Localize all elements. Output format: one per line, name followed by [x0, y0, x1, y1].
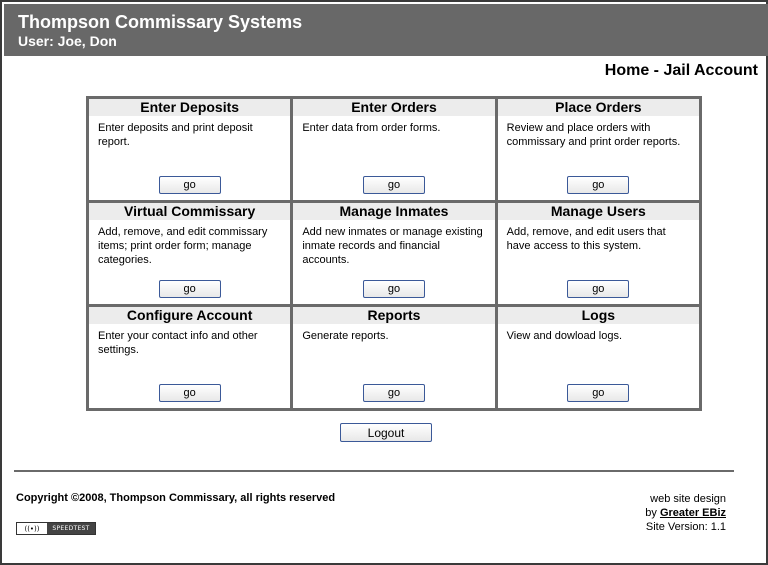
reports-go-button[interactable]: go — [362, 384, 425, 402]
app-header: Thompson Commissary Systems User: Joe, D… — [4, 4, 768, 56]
credit-line: web site design — [650, 493, 726, 505]
tile-logs: Logs View and dowload logs. go — [497, 307, 699, 408]
tile-configure-account: Configure Account Enter your contact inf… — [89, 307, 291, 408]
tile-description: View and dowload logs. — [506, 330, 623, 342]
page-title: Home - Jail Account — [604, 62, 758, 79]
place-orders-go-button[interactable]: go — [567, 176, 630, 194]
configure-account-go-button[interactable]: go — [158, 384, 221, 402]
site-version: Site Version: 1.1 — [645, 521, 726, 533]
tile-description: Generate reports. — [302, 330, 389, 342]
credit-by: by — [645, 507, 657, 519]
footer-divider — [14, 470, 734, 472]
current-user: User: Joe, Don — [18, 33, 117, 49]
tile-manage-users: Manage Users Add, remove, and edit users… — [497, 203, 699, 304]
tile-title: Manage Users — [497, 203, 699, 220]
logs-go-button[interactable]: go — [567, 384, 630, 402]
tile-manage-inmates: Manage Inmates Add new inmates or manage… — [293, 203, 495, 304]
logout-button[interactable]: Logout — [340, 423, 432, 442]
tile-reports: Reports Generate reports. go — [293, 307, 495, 408]
menu-grid: Enter Deposits Enter deposits and print … — [86, 96, 702, 411]
tile-description: Add, remove, and edit commissary items; … — [98, 226, 268, 266]
tile-description: Enter data from order forms. — [302, 122, 441, 134]
credit-by-line: by Greater EBiz — [645, 506, 726, 520]
tile-title: Reports — [293, 307, 495, 324]
tile-title: Logs — [497, 307, 699, 324]
app-title: Thompson Commissary Systems — [18, 12, 303, 32]
speedtest-badge[interactable]: ((•)) SPEEDTEST — [16, 522, 96, 535]
tile-title: Enter Deposits — [89, 99, 291, 116]
site-credit: web site design by Greater EBiz Site Ver… — [645, 492, 726, 534]
tile-place-orders: Place Orders Review and place orders wit… — [497, 99, 699, 200]
tile-description: Add new inmates or manage existing inmat… — [302, 226, 483, 266]
tile-description: Enter deposits and print deposit report. — [98, 122, 253, 148]
tile-virtual-commissary: Virtual Commissary Add, remove, and edit… — [89, 203, 291, 304]
copyright-text: Copyright ©2008, Thompson Commissary, al… — [16, 492, 336, 504]
speedtest-label: SPEEDTEST — [47, 523, 95, 534]
tile-description: Enter your contact info and other settin… — [98, 330, 258, 356]
tile-title: Configure Account — [89, 307, 291, 324]
tile-enter-deposits: Enter Deposits Enter deposits and print … — [89, 99, 291, 200]
manage-users-go-button[interactable]: go — [567, 280, 630, 298]
tile-title: Enter Orders — [293, 99, 495, 116]
tile-title: Manage Inmates — [293, 203, 495, 220]
virtual-commissary-go-button[interactable]: go — [158, 280, 221, 298]
signal-icon: ((•)) — [24, 524, 40, 533]
tile-title: Virtual Commissary — [89, 203, 291, 220]
tile-title: Place Orders — [497, 99, 699, 116]
enter-deposits-go-button[interactable]: go — [158, 176, 221, 194]
manage-inmates-go-button[interactable]: go — [362, 280, 425, 298]
tile-description: Review and place orders with commissary … — [506, 122, 681, 148]
designer-link[interactable]: Greater EBiz — [659, 507, 726, 519]
enter-orders-go-button[interactable]: go — [362, 176, 425, 194]
tile-description: Add, remove, and edit users that have ac… — [506, 226, 666, 252]
tile-enter-orders: Enter Orders Enter data from order forms… — [293, 99, 495, 200]
